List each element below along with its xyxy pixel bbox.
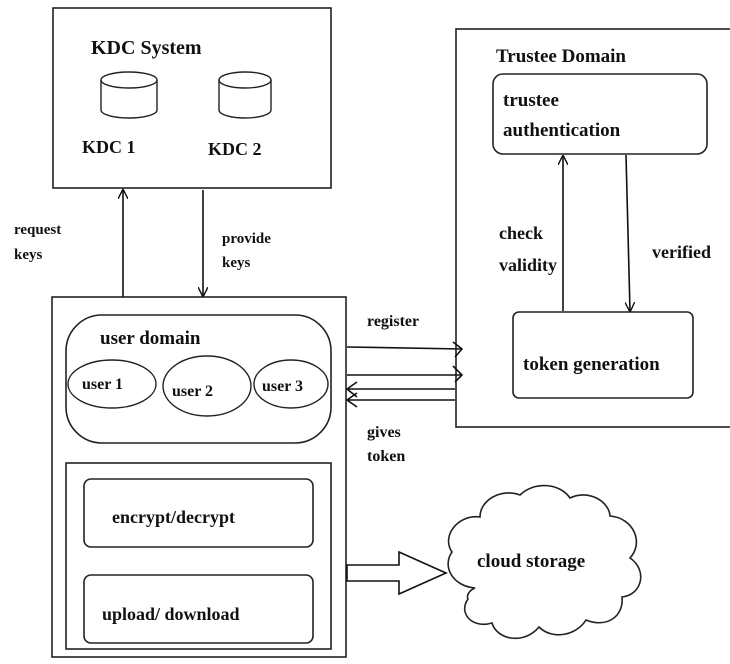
- kdc-system-title: KDC System: [91, 37, 202, 59]
- user-3-label: user 3: [262, 378, 303, 395]
- verified-arrow: [626, 154, 630, 311]
- kdc-2-database-icon: [218, 71, 272, 119]
- register-arrow: [346, 341, 464, 383]
- cloud-storage-label: cloud storage: [477, 551, 585, 572]
- provide-keys-label: provide keys: [222, 231, 275, 271]
- trustee-authentication-label: trustee authentication: [503, 90, 621, 141]
- cloud-storage-icon: [447, 484, 642, 640]
- encrypt-decrypt-box: [83, 478, 314, 548]
- user-2-node: [162, 355, 252, 417]
- user-domain-title: user domain: [100, 328, 201, 349]
- request-keys-label: request keys: [14, 222, 65, 263]
- user-1-node: [67, 359, 157, 409]
- register-label: register: [367, 313, 419, 330]
- encrypt-decrypt-label: encrypt/decrypt: [112, 507, 235, 527]
- upload-download-box: [83, 574, 314, 644]
- token-generation-label: token generation: [523, 354, 660, 375]
- verified-label: verified: [652, 242, 711, 262]
- user-2-label: user 2: [172, 383, 213, 400]
- user-3-node: [253, 359, 329, 409]
- upload-download-label: upload/ download: [102, 604, 240, 624]
- kdc-1-database-icon: [100, 71, 158, 119]
- trustee-domain-title: Trustee Domain: [496, 46, 626, 67]
- client-box: user domain user 1 user 2 user 3 encrypt…: [51, 296, 347, 658]
- gives-token-label: gives token: [367, 424, 405, 465]
- kdc-1-label: KDC 1: [82, 137, 136, 157]
- trustee-authentication-box: [492, 73, 708, 155]
- trustee-domain-box: Trustee Domain trustee authentication to…: [455, 28, 730, 428]
- storage-arrow: [346, 550, 448, 596]
- user-domain-box: [65, 314, 332, 444]
- user-1-label: user 1: [82, 376, 123, 393]
- kdc-2-label: KDC 2: [208, 139, 262, 159]
- check-validity-label: check validity: [499, 223, 557, 275]
- kdc-system-box: KDC System KDC 1 KDC 2: [52, 7, 332, 189]
- token-generation-box: [512, 311, 694, 399]
- gives-token-arrow: [345, 381, 455, 408]
